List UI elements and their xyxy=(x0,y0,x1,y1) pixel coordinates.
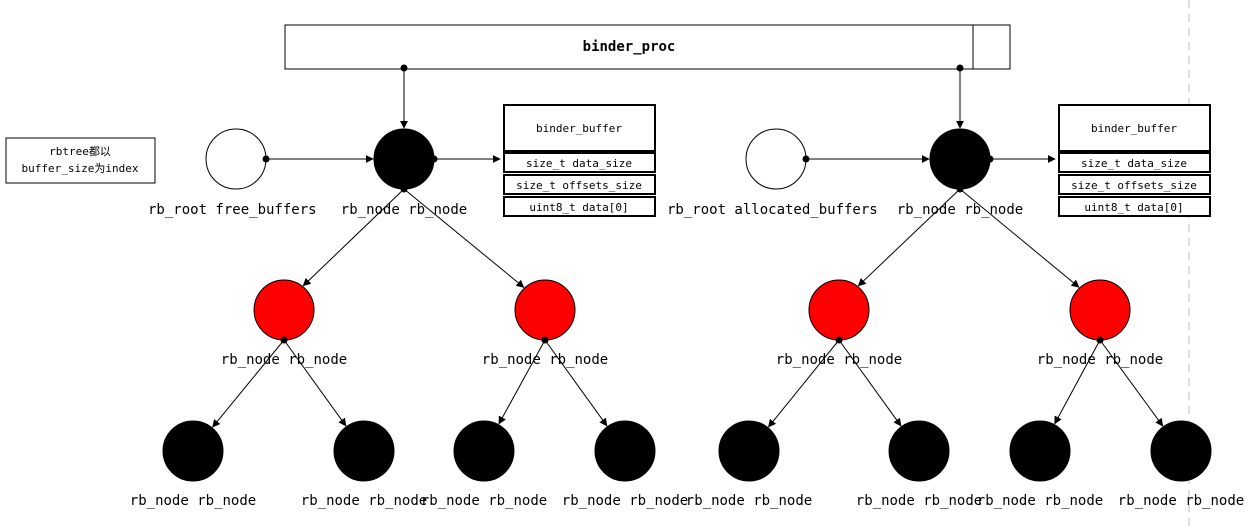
free-leaf-edge xyxy=(212,339,285,428)
free-red-node-label: rb_node rb_node xyxy=(482,352,608,368)
allocated-binder-buffer-field: size_t offsets_size xyxy=(1071,179,1197,192)
allocated-rb-root-label: rb_root allocated_buffers xyxy=(667,202,878,218)
allocated-leaf-node xyxy=(718,420,780,482)
free-leaf-edge xyxy=(544,339,608,427)
free-leaf-node xyxy=(453,420,515,482)
free-leaf-edge xyxy=(283,339,347,427)
free-top-node xyxy=(373,128,435,190)
free-leaf-node xyxy=(333,420,395,482)
free-binder-buffer-field: size_t data_size xyxy=(526,157,632,170)
free-leaf-node-label: rb_node rb_node xyxy=(130,493,256,509)
free-red-node-label: rb_node rb_node xyxy=(221,352,347,368)
free-leaf-node xyxy=(594,420,656,482)
allocated-leaf-node-label: rb_node rb_node xyxy=(1118,493,1244,509)
free-level2-edge xyxy=(403,188,525,288)
free-leaf-node-label: rb_node rb_node xyxy=(421,493,547,509)
allocated-leaf-node xyxy=(1150,420,1212,482)
allocated-leaf-node-label: rb_node rb_node xyxy=(856,493,982,509)
allocated-leaf-node xyxy=(888,420,950,482)
free-binder-buffer-field-box xyxy=(503,152,656,173)
free-leaf-node xyxy=(162,420,224,482)
free-rb-root-node xyxy=(205,128,267,190)
free-leaf-node-label: rb_node rb_node xyxy=(301,493,427,509)
allocated-leaf-edge xyxy=(768,339,840,428)
note-line-1: rbtree都以 xyxy=(49,145,111,158)
free-rb-root-label: rb_root free_buffers xyxy=(148,202,317,218)
allocated-binder-buffer-field-box xyxy=(1058,152,1211,173)
allocated-binder-buffer-title: binder_buffer xyxy=(1091,122,1177,135)
allocated-top-node-label: rb_node rb_node xyxy=(897,202,1023,218)
allocated-red-node xyxy=(1069,279,1131,341)
free-binder-buffer-title: binder_buffer xyxy=(536,122,622,135)
allocated-level2-edge xyxy=(857,188,961,287)
allocated-red-node-label: rb_node rb_node xyxy=(1037,352,1163,368)
tree-layer: rb_root free_buffers rb_node rb_node binde… xyxy=(130,64,1244,509)
free-binder-buffer-field-box xyxy=(503,174,656,195)
allocated-leaf-node-label: rb_node rb_node xyxy=(977,493,1103,509)
allocated-leaf-node-label: rb_node rb_node xyxy=(686,493,812,509)
free-red-node xyxy=(253,279,315,341)
allocated-leaf-edge xyxy=(1054,339,1101,425)
allocated-binder-buffer-field-box xyxy=(1058,196,1211,217)
free-leaf-node-label: rb_node rb_node xyxy=(562,493,688,509)
free-level2-edge xyxy=(302,188,405,287)
rbtree-index-note: rbtree都以 buffer_size为index xyxy=(5,137,156,184)
allocated-binder-buffer-field: size_t data_size xyxy=(1081,157,1187,170)
free-top-node-label: rb_node rb_node xyxy=(341,202,467,218)
free-binder-buffer-title-box xyxy=(503,104,656,152)
allocated-leaf-node xyxy=(1009,420,1071,482)
free-binder-buffer-field-box xyxy=(503,196,656,217)
allocated-red-node-label: rb_node rb_node xyxy=(776,352,902,368)
free-binder-buffer-field: size_t offsets_size xyxy=(516,179,642,192)
allocated-binder-buffer-title-box xyxy=(1058,104,1211,152)
free-binder-buffer-field: uint8_t data[0] xyxy=(529,201,628,214)
allocated-binder-buffer-field-box xyxy=(1058,174,1211,195)
allocated-red-node xyxy=(808,279,870,341)
allocated-top-node xyxy=(929,128,991,190)
allocated-leaf-edge xyxy=(1099,339,1164,427)
binder-proc-box: binder_proc xyxy=(284,24,1011,70)
free-leaf-edge xyxy=(498,339,546,425)
binder-proc-title: binder_proc xyxy=(583,39,676,55)
note-line-2: buffer_size为index xyxy=(22,162,139,175)
allocated-rb-root-node xyxy=(745,128,807,190)
allocated-leaf-edge xyxy=(838,339,902,427)
free-red-node xyxy=(514,279,576,341)
allocated-level2-edge xyxy=(959,188,1080,288)
allocated-binder-buffer-field: uint8_t data[0] xyxy=(1084,201,1183,214)
